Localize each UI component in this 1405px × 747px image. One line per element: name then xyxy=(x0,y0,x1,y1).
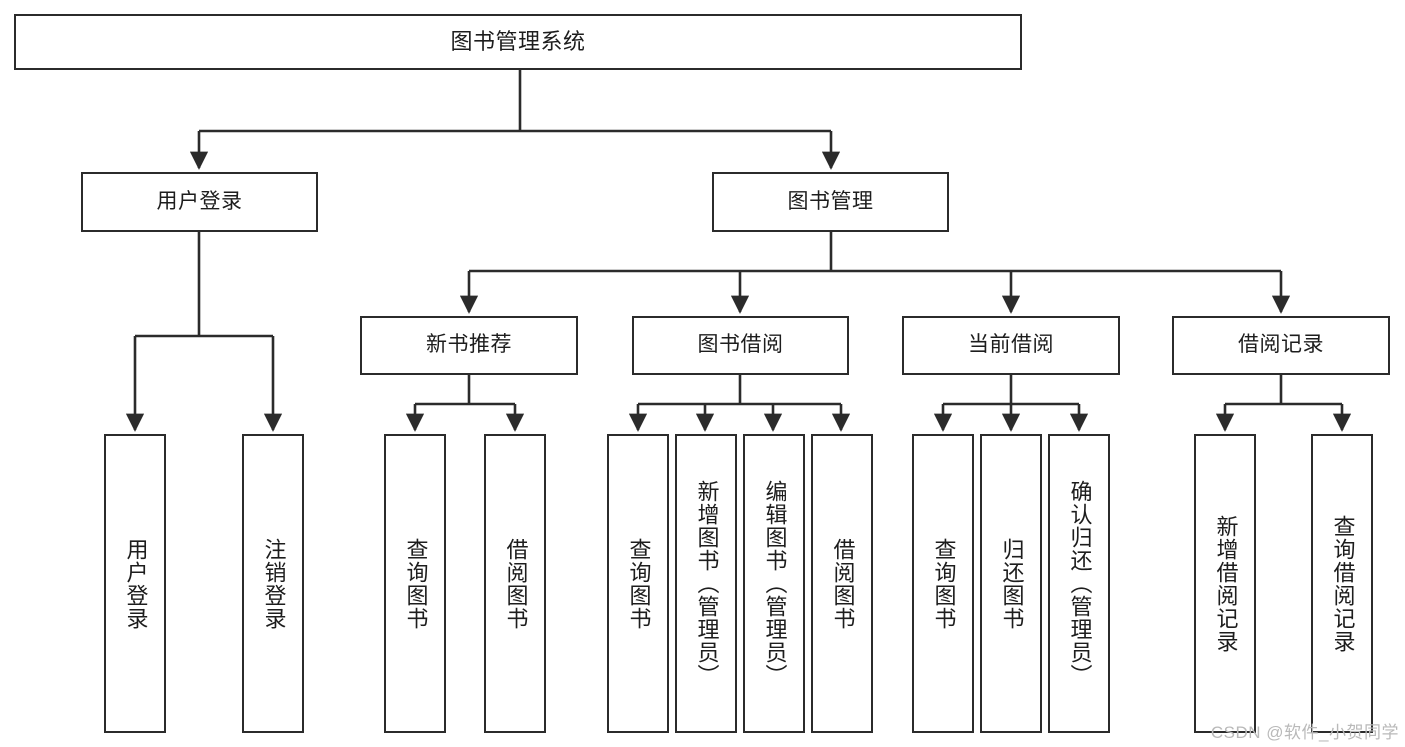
node-borrowing-record[interactable]: 借阅记录 xyxy=(1172,316,1390,375)
node-label: 借阅图书 xyxy=(830,537,856,630)
node-label: 新增图书（管理员） xyxy=(694,480,720,687)
node-label: 归还图书 xyxy=(999,537,1025,630)
leaf-current-borrow-query-books[interactable]: 查询图书 xyxy=(912,434,974,733)
leaf-book-borrow-add-book-admin[interactable]: 新增图书（管理员） xyxy=(675,434,737,733)
leaf-current-borrow-confirm-return-admin[interactable]: 确认归还（管理员） xyxy=(1048,434,1110,733)
node-label: 查询图书 xyxy=(626,537,652,630)
node-label: 编辑图书（管理员） xyxy=(762,480,788,687)
leaf-user-login-logout[interactable]: 注销登录 xyxy=(242,434,304,733)
node-label: 用户登录 xyxy=(123,537,149,630)
leaf-borrow-record-add-record[interactable]: 新增借阅记录 xyxy=(1194,434,1256,733)
node-label: 注销登录 xyxy=(261,537,287,630)
leaf-new-book-query-books[interactable]: 查询图书 xyxy=(384,434,446,733)
leaf-new-book-borrow-books[interactable]: 借阅图书 xyxy=(484,434,546,733)
node-book-borrowing[interactable]: 图书借阅 xyxy=(632,316,849,375)
node-label: 新书推荐 xyxy=(426,333,512,357)
leaf-book-borrow-edit-book-admin[interactable]: 编辑图书（管理员） xyxy=(743,434,805,733)
node-label: 用户登录 xyxy=(156,189,243,213)
node-label: 查询借阅记录 xyxy=(1330,514,1356,653)
node-label: 图书管理 xyxy=(787,189,874,213)
node-user-login[interactable]: 用户登录 xyxy=(81,172,318,232)
node-label: 确认归还（管理员） xyxy=(1067,480,1093,687)
node-label: 借阅记录 xyxy=(1238,333,1324,357)
node-label: 图书借阅 xyxy=(697,333,784,357)
leaf-borrow-record-query-record[interactable]: 查询借阅记录 xyxy=(1311,434,1373,733)
node-label: 当前借阅 xyxy=(968,333,1054,357)
node-current-borrowing[interactable]: 当前借阅 xyxy=(902,316,1120,375)
leaf-current-borrow-return-books[interactable]: 归还图书 xyxy=(980,434,1042,733)
node-label: 图书管理系统 xyxy=(450,29,586,55)
leaf-user-login-login[interactable]: 用户登录 xyxy=(104,434,166,733)
leaf-book-borrow-query-books[interactable]: 查询图书 xyxy=(607,434,669,733)
node-label: 借阅图书 xyxy=(503,537,529,630)
node-label: 查询图书 xyxy=(403,537,429,630)
node-label: 查询图书 xyxy=(931,537,957,630)
node-new-book-recommendation[interactable]: 新书推荐 xyxy=(360,316,578,375)
leaf-book-borrow-borrow-books[interactable]: 借阅图书 xyxy=(811,434,873,733)
node-label: 新增借阅记录 xyxy=(1213,514,1239,653)
node-book-management[interactable]: 图书管理 xyxy=(712,172,949,232)
csdn-watermark: CSDN @软件_小贺同学 xyxy=(1210,723,1399,742)
node-root-book-management-system[interactable]: 图书管理系统 xyxy=(14,14,1022,70)
